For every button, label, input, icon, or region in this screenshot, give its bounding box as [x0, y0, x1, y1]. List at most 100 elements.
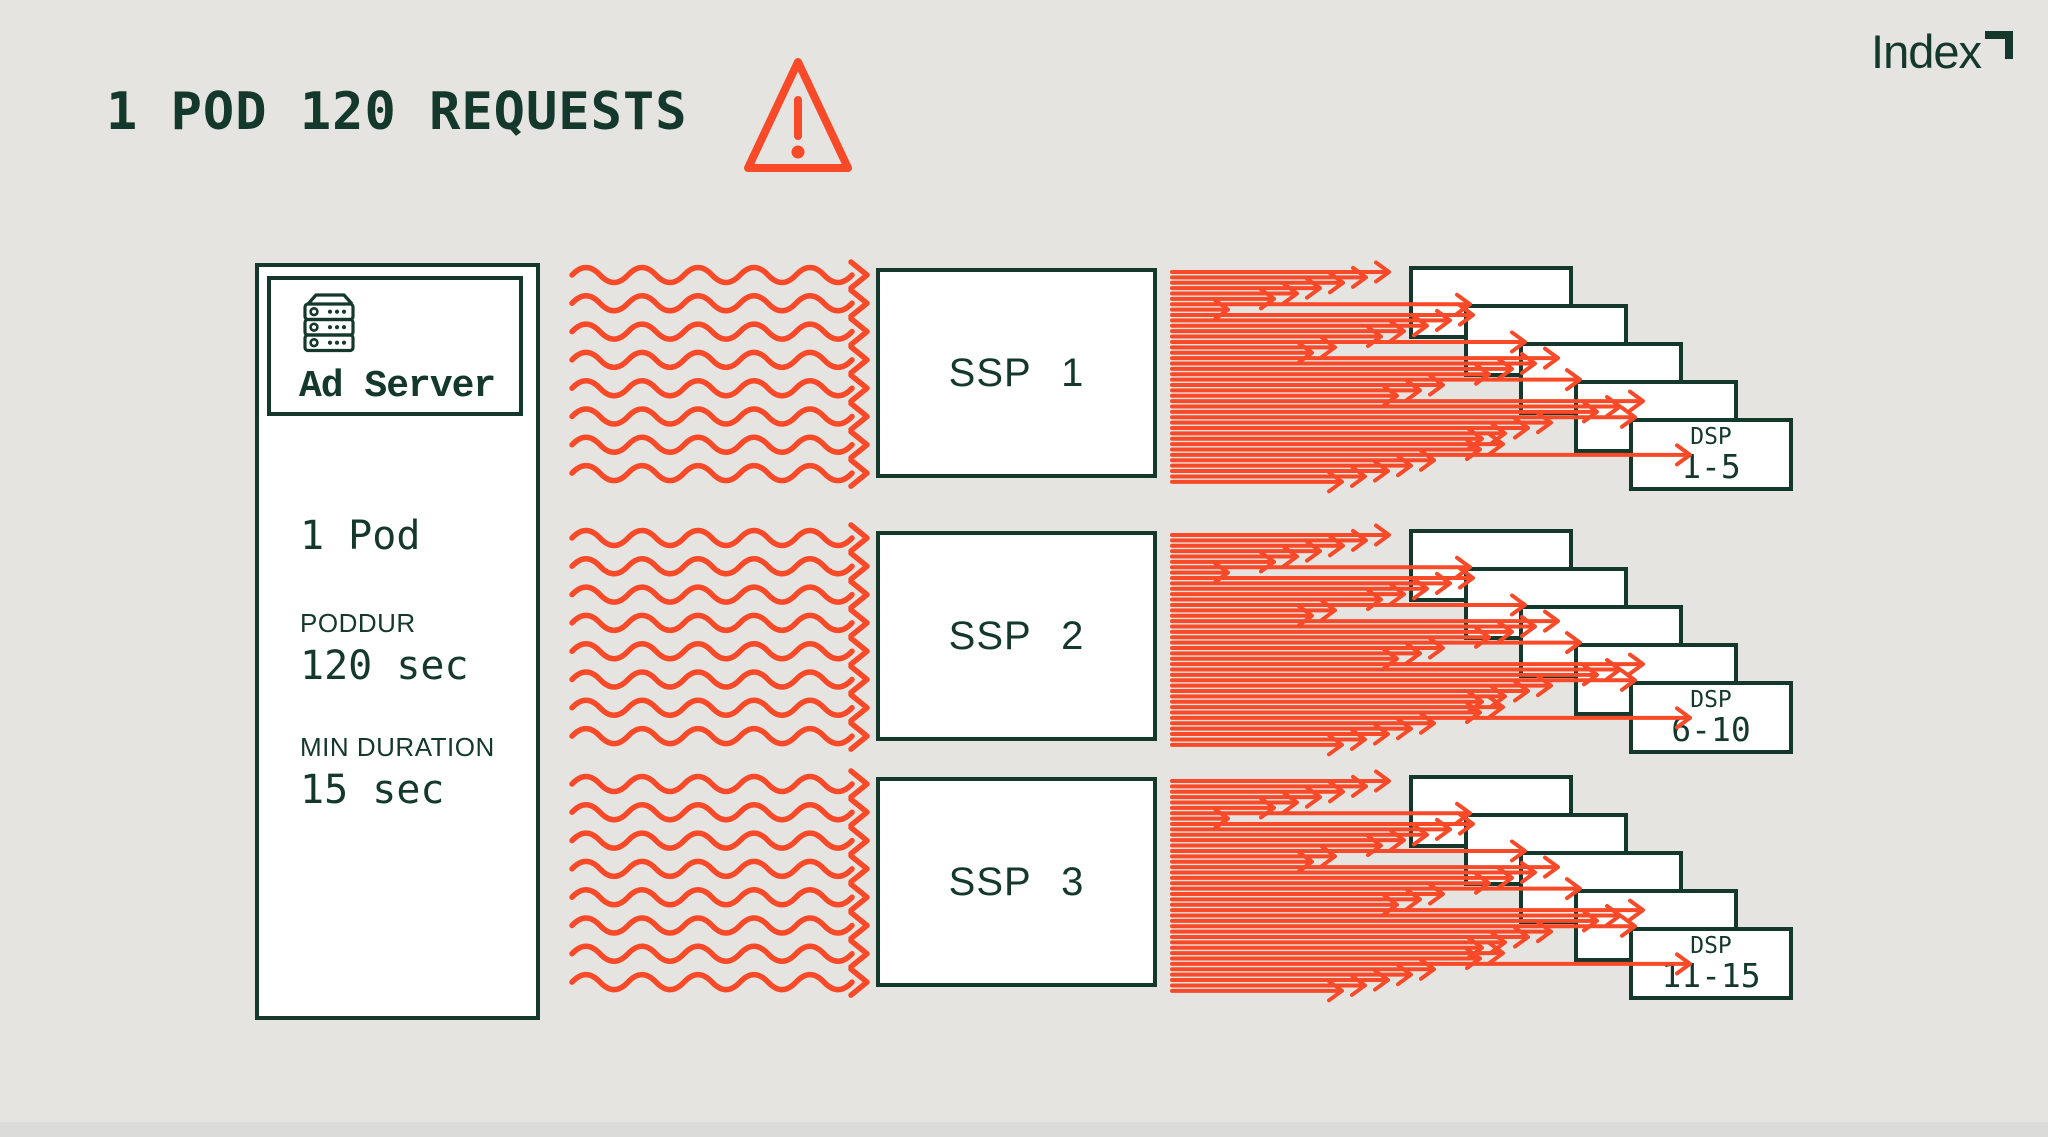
request-arrowhead: [1373, 459, 1390, 483]
request-arrowhead: [1350, 973, 1367, 997]
footer-strip: [0, 1122, 2048, 1137]
request-arrowhead: [1513, 679, 1530, 703]
dsp-label-line2: 11-15: [1661, 955, 1761, 995]
request-arrowhead: [1373, 968, 1390, 992]
request-arrowhead: [1465, 438, 1482, 462]
request-arrowhead: [1465, 701, 1482, 725]
ssp-box-3: SSP 3: [876, 777, 1157, 987]
poddur-value: 120 sec: [300, 643, 469, 689]
index-logo-text: Index: [1871, 25, 1982, 78]
wavy-arrowhead: [848, 259, 870, 291]
wavy-arrowhead: [848, 315, 870, 348]
request-arrowhead: [1366, 588, 1383, 612]
request-arrowhead: [1320, 335, 1337, 359]
request-arrowhead: [1405, 641, 1422, 665]
request-arrowhead: [1513, 416, 1530, 440]
wavy-arrow: [569, 697, 855, 719]
request-arrowhead: [1259, 287, 1276, 311]
page-title: 1 POD 120 REQUESTS: [106, 82, 688, 142]
wavy-arrowhead: [848, 692, 870, 724]
wavy-arrowhead: [848, 635, 870, 667]
ssp-label: SSP 1: [948, 351, 1085, 395]
wavy-arrowhead: [848, 853, 870, 885]
request-arrowhead: [1467, 690, 1484, 714]
wavy-arrow: [569, 349, 855, 371]
request-arrowhead: [1373, 722, 1390, 746]
ad-server-header-box: [267, 276, 523, 416]
request-arrowhead: [1282, 545, 1299, 569]
request-arrowhead: [1536, 411, 1553, 435]
request-arrowhead: [1328, 780, 1345, 804]
index-logo: Index: [1871, 28, 2014, 75]
request-arrowhead: [1490, 684, 1507, 708]
request-arrowhead: [1213, 298, 1230, 322]
request-arrowhead: [1382, 647, 1399, 671]
request-arrowhead: [1490, 930, 1507, 954]
dsp-label-line2: 6-10: [1671, 709, 1751, 749]
request-arrowhead: [1389, 828, 1406, 852]
wavy-arrowhead: [848, 578, 870, 611]
request-arrowhead: [1350, 727, 1367, 751]
wavy-arrowhead: [848, 607, 870, 639]
request-arrowhead: [1389, 319, 1406, 343]
wavy-arrow: [569, 830, 855, 851]
request-arrowhead: [1513, 925, 1530, 949]
request-arrowhead: [1490, 421, 1507, 445]
request-arrowhead: [1259, 550, 1276, 574]
wavy-arrowhead: [848, 768, 870, 800]
request-arrowhead: [1536, 674, 1553, 698]
wavy-arrow: [569, 556, 855, 577]
wavy-arrowhead: [848, 522, 870, 554]
request-arrowhead: [1327, 979, 1344, 1003]
wavy-arrow: [569, 971, 855, 993]
wavy-arrow: [569, 612, 855, 634]
wavy-arrow: [569, 886, 855, 908]
request-arrowhead: [1320, 598, 1337, 622]
request-arrowhead: [1396, 454, 1413, 478]
request-arrowhead: [1465, 947, 1482, 971]
wavy-arrowhead: [848, 344, 870, 376]
wavy-arrow: [569, 640, 855, 662]
wavy-arrow: [569, 858, 855, 880]
request-arrowhead: [1405, 887, 1422, 911]
request-arrowhead: [1419, 957, 1436, 981]
request-arrowhead: [1328, 271, 1345, 295]
request-arrowhead: [1405, 378, 1422, 402]
ad-server-label: Ad Server: [299, 365, 496, 408]
request-arrowhead: [1297, 604, 1314, 628]
request-arrowhead: [1428, 882, 1445, 906]
request-arrowhead: [1428, 636, 1445, 660]
wavy-arrowhead: [848, 287, 870, 320]
request-arrowhead: [1305, 785, 1322, 809]
wavy-arrow: [569, 773, 855, 795]
request-arrowhead: [1374, 260, 1391, 284]
request-arrowhead: [1328, 534, 1345, 558]
request-arrowhead: [1396, 963, 1413, 987]
request-arrowhead: [1366, 325, 1383, 349]
wavy-arrow: [569, 527, 855, 549]
request-arrowhead: [1351, 265, 1368, 289]
wavy-arrow: [569, 293, 855, 314]
dsp-label-line1: DSP: [1690, 423, 1732, 450]
request-arrowhead: [1374, 769, 1391, 793]
request-arrowhead: [1297, 850, 1314, 874]
wavy-arrow: [569, 321, 855, 342]
request-arrowhead: [1213, 561, 1230, 585]
warning-triangle-icon: [742, 56, 854, 185]
wavy-arrowhead: [848, 400, 870, 433]
wavy-arrowhead: [848, 909, 870, 942]
wavy-arrow: [569, 943, 855, 965]
wavy-arrowhead: [848, 429, 870, 461]
request-arrowhead: [1282, 282, 1299, 306]
request-arrowhead: [1350, 464, 1367, 488]
request-arrowhead: [1389, 582, 1406, 606]
corner-arrow-icon: [1984, 30, 2014, 69]
wavy-arrowhead: [848, 881, 870, 913]
request-arrowhead: [1419, 448, 1436, 472]
